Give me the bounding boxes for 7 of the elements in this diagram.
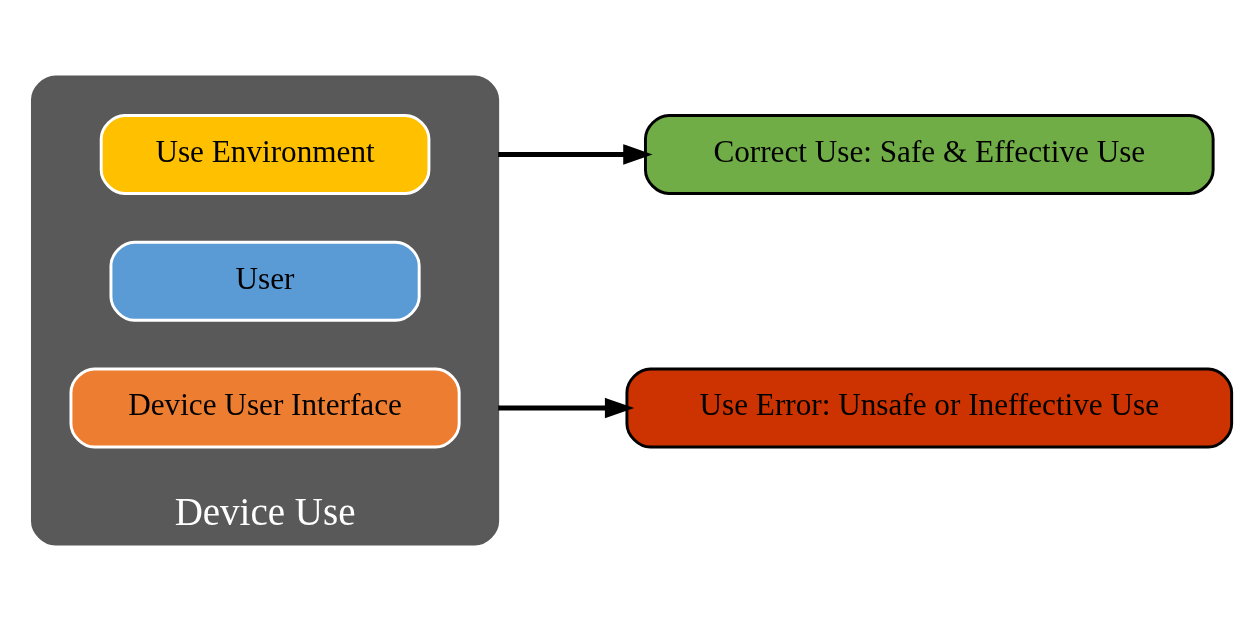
node-box: Device User Interface <box>69 367 461 448</box>
node-box: User <box>109 240 421 322</box>
arrow <box>498 143 653 165</box>
arrow <box>498 397 635 418</box>
node-box: Use Error: Unsafe or Ineffective Use <box>625 367 1234 448</box>
node-box: Use Environment <box>99 113 431 195</box>
node-box: Correct Use: Safe & Effective Use <box>644 113 1215 195</box>
